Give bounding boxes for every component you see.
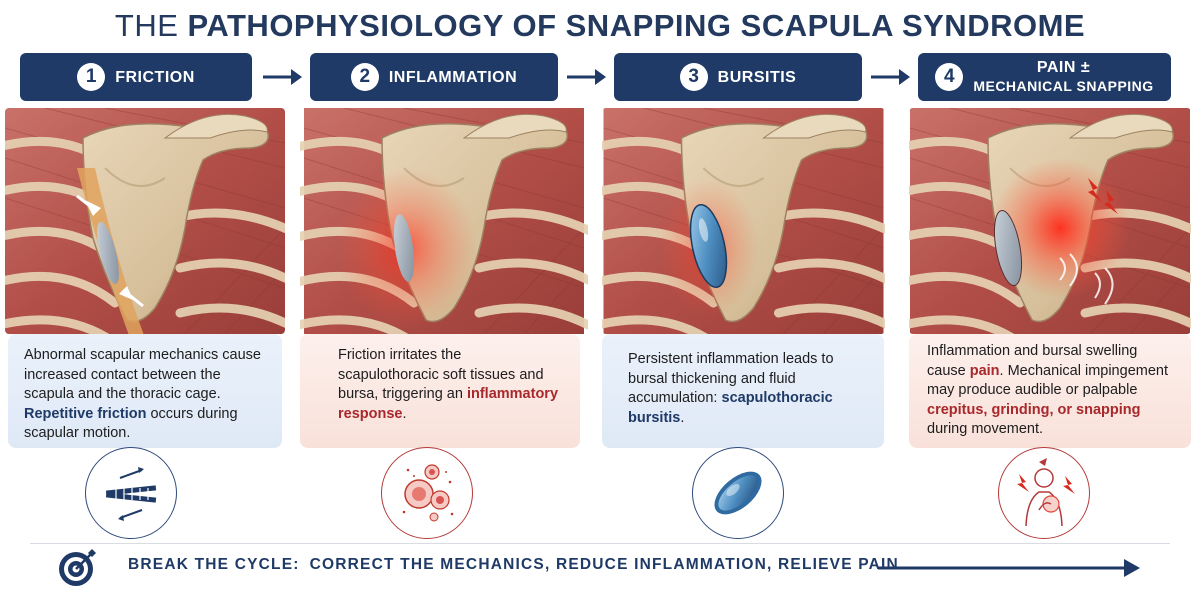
step-number-badge: 2	[350, 63, 379, 91]
step-label: PAIN ±MECHANICAL SNAPPING	[973, 59, 1154, 94]
step-header-4: 4 PAIN ±MECHANICAL SNAPPING	[918, 53, 1171, 101]
step-number-badge: 4	[935, 63, 964, 91]
anatomy-illustration-pain	[909, 108, 1191, 334]
step-description-1: Abnormal scapular mechanics cause increa…	[8, 334, 282, 448]
friction-icon	[85, 447, 177, 539]
target-icon	[59, 549, 96, 586]
step-header-2: 2 INFLAMMATION	[310, 53, 558, 101]
footer-arrow-icon	[878, 559, 1140, 577]
step-label: INFLAMMATION	[388, 68, 518, 86]
step-number-badge: 1	[77, 63, 106, 91]
step-label: FRICTION	[115, 68, 195, 86]
anatomy-illustration-bursitis	[602, 108, 885, 334]
step-number-badge: 3	[679, 63, 708, 91]
footer-message: BREAK THE CYCLE:CORRECT THE MECHANICS, R…	[128, 556, 899, 573]
step-header-3: 3 BURSITIS	[614, 53, 862, 101]
flow-arrow-icon	[567, 69, 606, 85]
page-title: THE PATHOPHYSIOLOGY OF SNAPPING SCAPULA …	[114, 8, 1086, 43]
step-label: BURSITIS	[717, 68, 797, 86]
step-header-1: 1 FRICTION	[20, 53, 252, 101]
pain-person-icon	[998, 447, 1090, 539]
step-description-4: Inflammation and bursal swelling cause p…	[909, 334, 1191, 448]
inflammation-cells-icon	[381, 447, 473, 539]
flow-arrow-icon	[263, 69, 302, 85]
step-description-2: Friction irritates the scapulothoracic s…	[300, 334, 580, 448]
step-description-3: Persistent inflammation leads to bursal …	[602, 334, 884, 448]
anatomy-illustration-inflammation	[300, 108, 588, 334]
anatomy-illustration-friction	[5, 108, 285, 334]
flow-arrow-icon	[871, 69, 910, 85]
bursa-icon	[692, 447, 784, 539]
footer-divider	[30, 543, 1170, 544]
